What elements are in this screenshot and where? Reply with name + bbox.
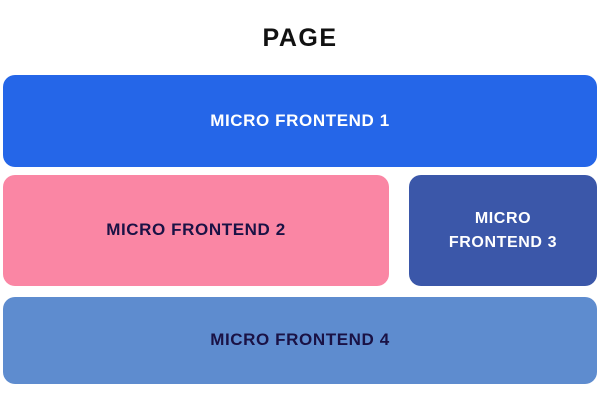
micro-frontend-1-label: MICRO FRONTEND 1 <box>210 110 390 130</box>
micro-frontend-4-block: MICRO FRONTEND 4 <box>3 297 597 384</box>
micro-frontend-3-block: MICRO FRONTEND 3 <box>409 175 597 286</box>
micro-frontend-3-label: MICRO FRONTEND 3 <box>448 209 558 251</box>
micro-frontend-1-block: MICRO FRONTEND 1 <box>3 75 597 167</box>
micro-frontend-4-label: MICRO FRONTEND 4 <box>210 330 390 350</box>
micro-frontend-2-block: MICRO FRONTEND 2 <box>3 175 389 286</box>
micro-frontend-2-label: MICRO FRONTEND 2 <box>106 220 286 240</box>
page-title: PAGE <box>262 24 338 52</box>
